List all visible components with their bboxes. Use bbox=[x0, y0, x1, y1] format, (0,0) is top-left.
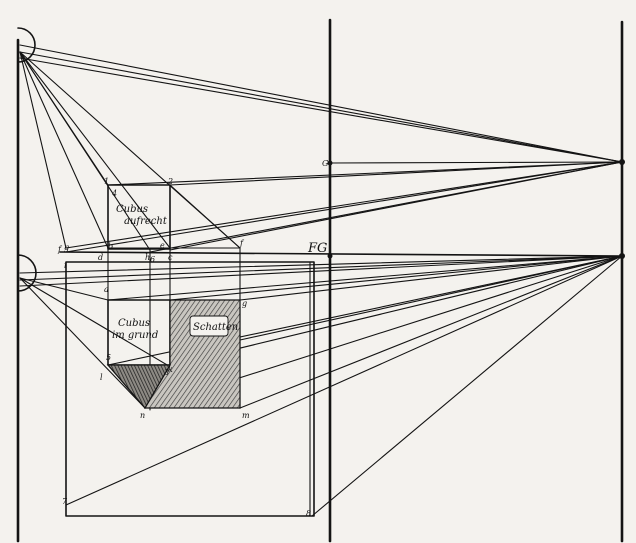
label-2: 2 bbox=[167, 177, 173, 186]
shadow-label-box bbox=[189, 315, 229, 337]
label-l: l bbox=[100, 373, 103, 382]
label-b: b bbox=[108, 242, 113, 251]
label-g: g bbox=[242, 299, 247, 308]
ground-square bbox=[65, 261, 315, 517]
cube-elevation-label-1: Cubus bbox=[116, 204, 148, 215]
label-e: e bbox=[160, 241, 165, 250]
cube-plan-label-2: im grund bbox=[112, 330, 158, 341]
label-h: h bbox=[145, 253, 150, 262]
label-G-upper: G bbox=[322, 159, 329, 168]
label-FG: FG bbox=[307, 241, 327, 256]
label-8: 8 bbox=[306, 509, 311, 518]
label-1: 1 bbox=[104, 177, 109, 186]
label-7: 7 bbox=[62, 497, 68, 506]
cube-plan-label-1: Cubus bbox=[118, 318, 150, 329]
label-d: d bbox=[98, 253, 103, 262]
label-i: i bbox=[64, 261, 67, 270]
label-f-left: f bbox=[57, 245, 63, 254]
label-f: f bbox=[239, 239, 245, 248]
point-middle-upper bbox=[327, 160, 333, 166]
label-4: 4 bbox=[111, 189, 117, 198]
shadow-region-dark bbox=[106, 364, 172, 410]
label-m: m bbox=[242, 411, 250, 420]
lower-construction bbox=[19, 247, 623, 517]
label-6: 6 bbox=[150, 255, 155, 264]
label-n: n bbox=[140, 411, 145, 420]
cube-elevation-label-2: aufrecht bbox=[124, 216, 168, 227]
label-g-left: g bbox=[64, 243, 69, 252]
label-c: c bbox=[168, 253, 173, 262]
cube-elevation-square bbox=[107, 184, 171, 250]
vanishing-point-upper bbox=[619, 159, 625, 165]
vanishing-point-lower bbox=[619, 253, 625, 259]
point-middle-lower bbox=[327, 253, 333, 259]
horizon-line bbox=[59, 251, 623, 257]
label-a: a bbox=[104, 285, 109, 294]
label-k: k bbox=[168, 365, 173, 374]
label-5: 5 bbox=[106, 353, 111, 362]
label-3: 3 bbox=[164, 368, 169, 377]
shadow-label: Schatten bbox=[193, 322, 238, 333]
